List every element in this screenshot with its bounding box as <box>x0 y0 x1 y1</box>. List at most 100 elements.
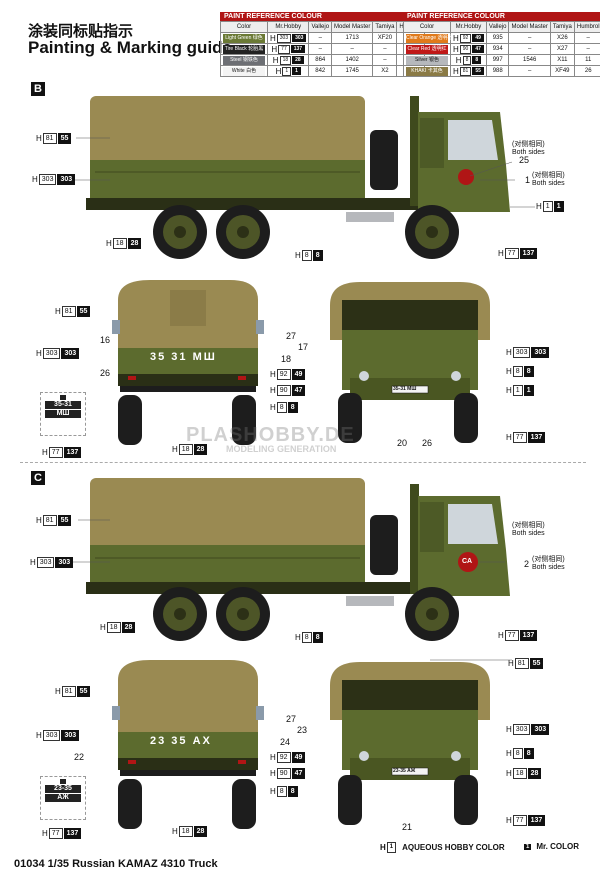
h-letter: H <box>270 769 276 778</box>
color-name-cn: 钢铁色 <box>242 56 258 63</box>
legend-mr-color: 1 Mr. COLOR <box>524 842 579 851</box>
color-swatch: Clear Red 透明红 <box>406 44 448 54</box>
aqueous-code: 81 <box>42 515 57 526</box>
h-letter: H <box>270 753 276 762</box>
aqueous-code: 77 <box>48 447 63 458</box>
h-letter: H <box>272 55 279 65</box>
color-name: Tire Black <box>224 45 247 52</box>
color-cell: White 白色 <box>220 65 268 77</box>
callout-18: 18 <box>281 354 292 364</box>
watermark-subtitle: MODELING GENERATION <box>226 444 337 454</box>
h-letter: H <box>270 33 276 43</box>
color-cell: KHAKI 卡其色 <box>403 65 451 77</box>
color-name: Clear Orange <box>406 34 437 41</box>
color-name: KHAKI <box>411 67 427 74</box>
callout-25: 25 <box>519 155 530 165</box>
callout-2: 2 <box>524 559 530 569</box>
plate-mount <box>60 395 66 400</box>
color-name: Light Green <box>225 34 252 41</box>
h-letter: H <box>453 66 459 76</box>
h-letter: H <box>172 445 178 454</box>
aqueous-code: 77 <box>504 630 519 641</box>
mr-color-code: 47 <box>291 768 306 779</box>
truck-b-front-view <box>330 282 490 443</box>
callout-24: 24 <box>280 737 291 747</box>
title-english: Painting & Marking guide <box>28 38 233 57</box>
callout-16: 16 <box>100 335 111 345</box>
truck-b-side-view <box>86 96 510 259</box>
mr-color-code: 55 <box>76 306 91 317</box>
color-name-cn: 轮胎黑 <box>248 45 264 52</box>
mr-color-code: 55 <box>529 658 544 669</box>
legend-aqueous-label: AQUEOUS HOBBY COLOR <box>402 843 505 852</box>
h-letter: H <box>453 33 459 43</box>
mr-color-code: 8 <box>312 632 323 643</box>
h-letter: H <box>455 55 462 65</box>
mr-color-code: 137 <box>519 248 538 259</box>
mr-color-code: 303 <box>61 348 80 359</box>
aqueous-code: 81 <box>61 686 76 697</box>
mr-color-code: 55 <box>57 515 72 526</box>
h-letter: H <box>42 829 48 838</box>
aqueous-code: 77 <box>512 815 527 826</box>
plate-line-1: 35-31 <box>45 401 81 409</box>
section-c-badge: C <box>31 471 45 485</box>
color-name-cn: 透明橙 <box>437 34 453 41</box>
aqueous-code: 77 <box>512 432 527 443</box>
aqueous-code: 92 <box>276 369 291 380</box>
truck-c-rear-view <box>112 660 264 829</box>
front-plate-c: 23-35 АЖ <box>393 768 416 774</box>
mr-color-code: 1 <box>523 385 534 396</box>
mr-color-code: 303 <box>55 557 74 568</box>
mr-color-code: 303 <box>531 724 550 735</box>
h-letter: H <box>270 386 276 395</box>
plate-decal-c: 23-35 АЖ <box>40 776 86 820</box>
h-letter: H <box>36 134 42 143</box>
mr-color-code: 137 <box>527 815 546 826</box>
mr-color-code: 28 <box>292 56 304 64</box>
door-emblem-c: CA <box>462 558 473 565</box>
both-sides-en: Both sides <box>532 564 565 571</box>
mr-color-code: 49 <box>291 369 306 380</box>
callout-27b: 27 <box>286 714 297 724</box>
color-name: Clear Red <box>407 45 431 52</box>
h-letter: H <box>36 731 42 740</box>
plate-decal-b: 35-31 МШ <box>40 392 86 436</box>
aqueous-code: 77 <box>278 44 290 54</box>
tamiya-cell: XF49 <box>549 65 575 77</box>
callout-27: 27 <box>286 331 297 341</box>
mr-color-code: 303 <box>292 34 307 42</box>
